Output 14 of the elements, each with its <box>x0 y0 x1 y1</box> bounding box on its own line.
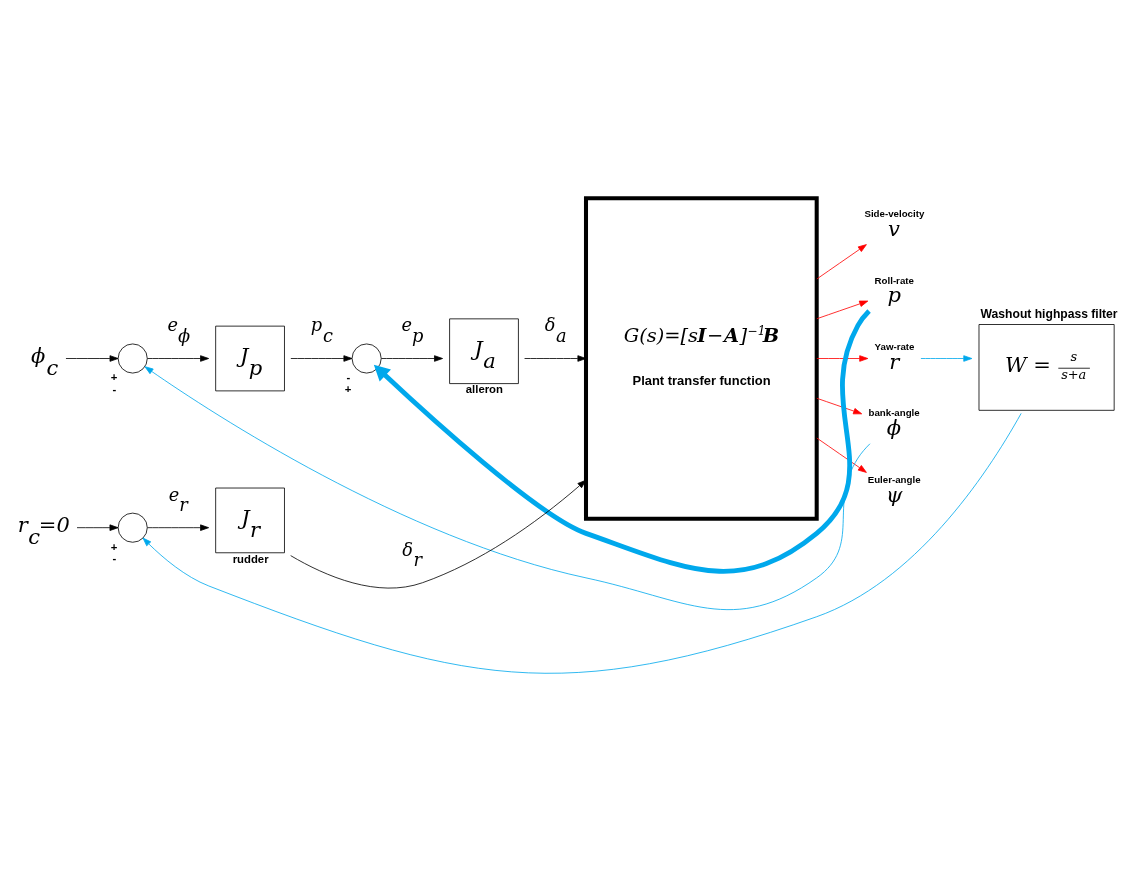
node-text: Euler-angle ψ <box>867 473 921 507</box>
node-text: Roll-rate p <box>874 274 914 308</box>
node-label: + <box>344 382 352 395</box>
node-label: + <box>110 371 118 384</box>
node-label: + <box>110 540 118 553</box>
node-label: - <box>346 371 351 384</box>
node-label: rudder <box>232 552 269 565</box>
node-label: alleron <box>465 383 503 396</box>
node-text: bank-angle ϕ <box>868 407 920 441</box>
node-label: - <box>112 382 117 395</box>
node-text: Yaw-rate r <box>874 341 915 374</box>
node-label: - <box>112 551 117 564</box>
node-label: Washout highpass filter <box>980 307 1118 322</box>
node-text: Side-velocity v <box>864 208 925 242</box>
